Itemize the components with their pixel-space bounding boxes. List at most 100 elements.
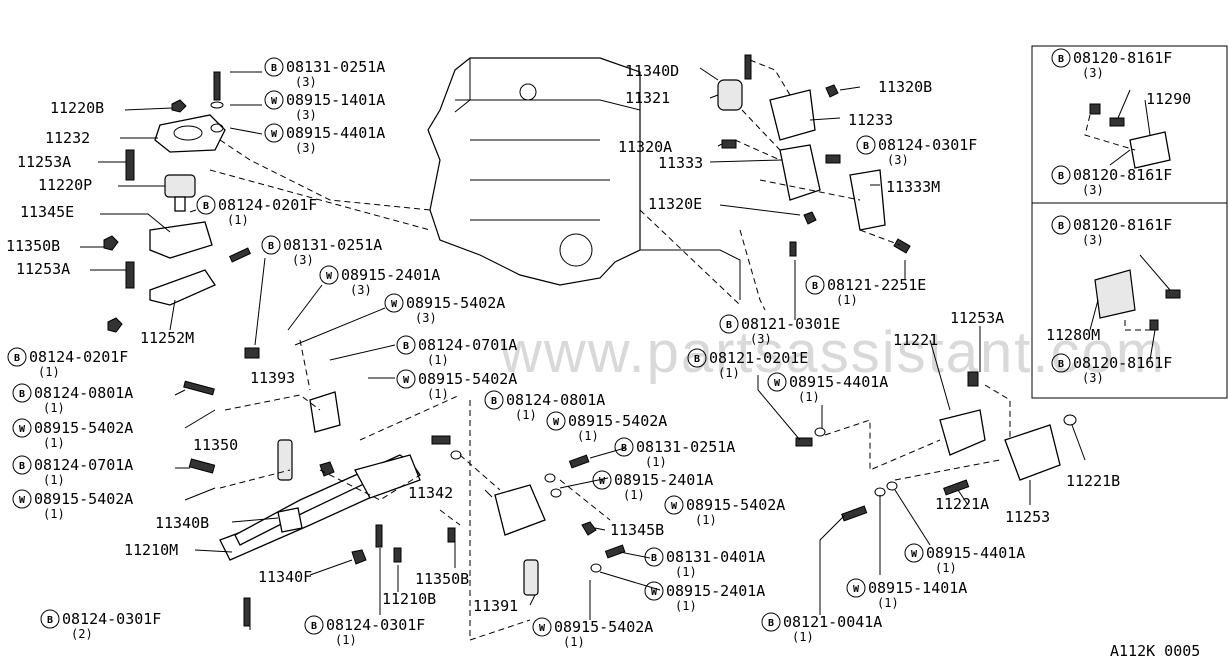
callout-circle [1051, 48, 1071, 68]
callout-prefix: W [553, 417, 560, 428]
part-label: 11393 [250, 369, 295, 387]
callout-number: 08124-0801A [506, 391, 605, 409]
callout-circle [1051, 353, 1071, 373]
callout-number: 08915-4401A [789, 373, 888, 391]
callout-circle [592, 470, 612, 490]
callout-prefix: B [1058, 171, 1064, 182]
callout-qty: (3) [415, 311, 437, 325]
callout-circle [805, 275, 825, 295]
part-label: 11320B [878, 78, 932, 96]
engine-block [427, 57, 741, 306]
crossmember [183, 347, 456, 627]
part-label: 11345E [20, 203, 74, 221]
part-label: 11221B [1066, 472, 1120, 490]
part-label: 11290 [1146, 90, 1191, 108]
callout-circle [264, 90, 284, 110]
callout-qty: (1) [427, 387, 449, 401]
callout-number: 08120-8161F [1073, 354, 1172, 372]
callout-qty: (1) [335, 633, 357, 647]
callout-prefix: B [268, 241, 274, 252]
part-label: 11232 [45, 129, 90, 147]
callout-prefix: B [694, 354, 700, 365]
callout-number: 08915-4401A [286, 124, 385, 142]
callout-qty: (1) [792, 630, 814, 644]
callout-number: 08124-0801A [34, 384, 133, 402]
callout-circle [719, 314, 739, 334]
inset-frame-bottom [1031, 202, 1228, 399]
part-label: 11220P [38, 176, 92, 194]
part-labels: 11220B1123211253A11220P11345E11350B11253… [6, 62, 1191, 615]
callout-number: 08131-0401A [666, 548, 765, 566]
callout-circle [396, 335, 416, 355]
callout-number: 08124-0201F [29, 348, 128, 366]
callout-circle [644, 547, 664, 567]
callout-qty: (1) [563, 635, 585, 649]
part-label: 11252M [140, 329, 194, 347]
callout-circle [12, 455, 32, 475]
callout-circle [12, 489, 32, 509]
part-label: 11220B [50, 99, 104, 117]
callout-circle [687, 348, 707, 368]
callout-qty: (1) [877, 596, 899, 610]
callout-prefix: W [271, 129, 278, 140]
callout-number: 08915-5402A [686, 496, 785, 514]
callout-prefix: B [812, 281, 818, 292]
callout-prefix: W [911, 549, 918, 560]
callout-qty: (1) [623, 488, 645, 502]
callout-number: 08915-5402A [554, 618, 653, 636]
part-label: 11333M [886, 178, 940, 196]
callout-circle [1051, 165, 1071, 185]
callout-qty: (3) [1082, 66, 1104, 80]
callout-circle [1051, 215, 1071, 235]
callout-circle [12, 418, 32, 438]
inset-parts [1089, 103, 1181, 331]
part-label: 11221 [893, 331, 938, 349]
callout-number: 08124-0701A [418, 336, 517, 354]
callout-number: 08120-8161F [1073, 49, 1172, 67]
callout-prefix: B [491, 396, 497, 407]
callout-prefix: W [539, 623, 546, 634]
callout-number: 08124-0301F [878, 136, 977, 154]
callout-number: 08915-5402A [568, 412, 667, 430]
part-label: 11210B [382, 590, 436, 608]
part-label: 11345B [610, 521, 664, 539]
part-label: 11320E [648, 195, 702, 213]
callout-qty: (1) [675, 599, 697, 613]
part-label: 11350B [6, 237, 60, 255]
callout-number: 08915-5402A [406, 294, 505, 312]
callout-circle [40, 609, 60, 629]
callout-circle [12, 383, 32, 403]
callout-qty: (1) [718, 366, 740, 380]
figure-code: A112K 0005 [1110, 642, 1200, 660]
watermark: www.partsassistant.com [499, 320, 1166, 385]
callout-prefix: B [271, 63, 277, 74]
callout-circle [856, 135, 876, 155]
callout-number: 08131-0251A [636, 438, 735, 456]
callout-circle [396, 369, 416, 389]
callout-circle [767, 372, 787, 392]
callout-circle [264, 123, 284, 143]
callout-prefix: B [311, 621, 317, 632]
part-label: 11221A [935, 495, 989, 513]
callout-number: 08915-2401A [341, 266, 440, 284]
callout-circle [846, 578, 866, 598]
part-label: 11233 [848, 111, 893, 129]
callout-prefix: B [19, 461, 25, 472]
callout-circle [264, 57, 284, 77]
